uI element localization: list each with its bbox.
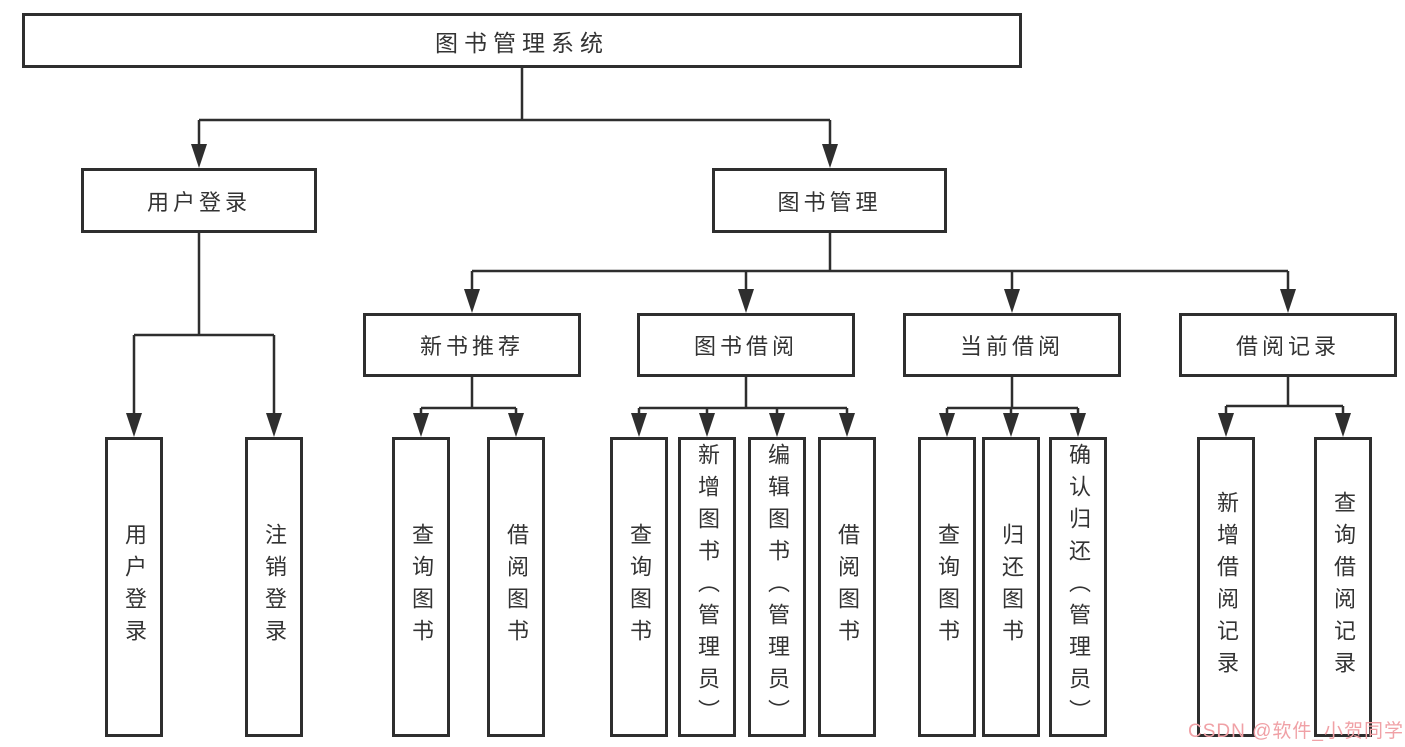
node-book-borrow-label: 图书借阅	[693, 334, 798, 359]
leaf-query-borrow-record: 查询借阅记录	[1314, 437, 1372, 737]
leaf-query-borrow-record-label: 查询借阅记录	[1331, 491, 1356, 683]
node-book-borrow: 图书借阅	[637, 313, 855, 377]
leaf-return-book: 归还图书	[982, 437, 1040, 737]
node-root-label: 图书管理系统	[435, 29, 609, 56]
node-root-system: 图书管理系统	[22, 13, 1022, 68]
arrowheads	[126, 144, 1351, 437]
node-user-login: 用户登录	[81, 168, 317, 233]
node-borrow-records: 借阅记录	[1179, 313, 1397, 377]
leaf-borrow-books: 借阅图书	[818, 437, 876, 737]
leaf-edit-book-admin-label: 编辑图书（管理员）	[765, 443, 790, 731]
node-current-borrow-label: 当前借阅	[959, 334, 1064, 359]
leaf-query-books-recommend-label: 查询图书	[409, 523, 434, 651]
leaf-edit-book-admin: 编辑图书（管理员）	[748, 437, 806, 737]
leaf-query-books-borrow-label: 查询图书	[627, 523, 652, 651]
leaf-logout-login-label: 注销登录	[262, 523, 287, 651]
leaf-borrow-books-recommend-label: 借阅图书	[504, 523, 529, 651]
watermark: CSDN @软件_小贺同学	[1188, 721, 1404, 742]
leaf-return-book-label: 归还图书	[999, 523, 1024, 651]
leaf-user-login-label: 用户登录	[122, 523, 147, 651]
leaf-confirm-return-admin: 确认归还（管理员）	[1049, 437, 1107, 737]
node-new-book-recommend: 新书推荐	[363, 313, 581, 377]
leaf-confirm-return-admin-label: 确认归还（管理员）	[1066, 443, 1091, 731]
leaf-query-books-borrow: 查询图书	[610, 437, 668, 737]
node-borrow-records-label: 借阅记录	[1235, 334, 1340, 359]
leaf-logout-login: 注销登录	[245, 437, 303, 737]
node-user-login-label: 用户登录	[146, 189, 251, 215]
leaf-query-books-current-label: 查询图书	[935, 523, 960, 651]
leaf-add-book-admin: 新增图书（管理员）	[678, 437, 736, 737]
node-current-borrow: 当前借阅	[903, 313, 1121, 377]
leaf-query-books-current: 查询图书	[918, 437, 976, 737]
leaf-add-borrow-record-label: 新增借阅记录	[1214, 491, 1239, 683]
node-new-book-recommend-label: 新书推荐	[419, 334, 524, 359]
leaf-add-borrow-record: 新增借阅记录	[1197, 437, 1255, 737]
leaf-borrow-books-label: 借阅图书	[835, 523, 860, 651]
node-book-management-label: 图书管理	[777, 189, 882, 215]
leaf-query-books-recommend: 查询图书	[392, 437, 450, 737]
leaf-user-login: 用户登录	[105, 437, 163, 737]
node-book-management: 图书管理	[712, 168, 947, 233]
leaf-add-book-admin-label: 新增图书（管理员）	[695, 443, 720, 731]
leaf-borrow-books-recommend: 借阅图书	[487, 437, 545, 737]
